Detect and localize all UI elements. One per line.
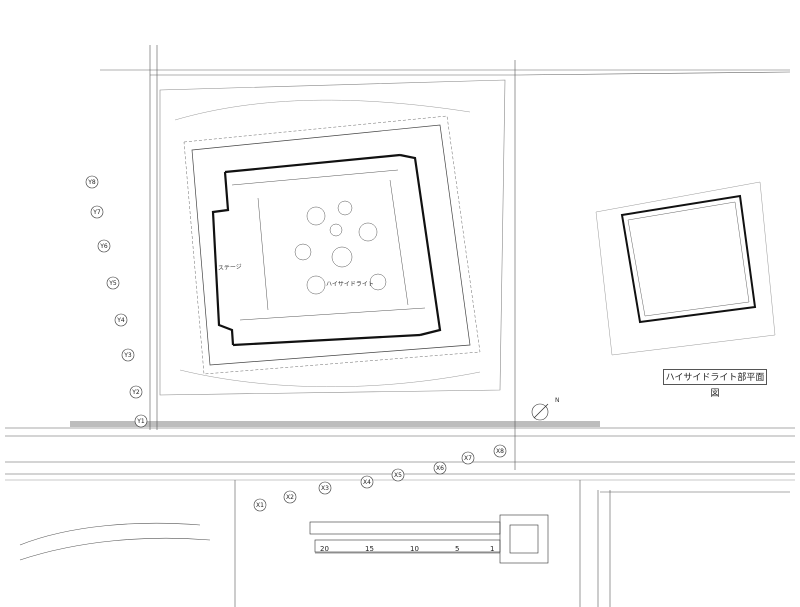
grid-axis-y5: Y5: [108, 280, 117, 287]
side-plan-title: ハイサイドライト部平面図: [663, 369, 767, 399]
grid-axis-y3: Y3: [123, 352, 132, 359]
grid-axis-vertical: [85, 175, 148, 428]
lower-site: [19, 480, 790, 607]
scale-tick-20: 20: [320, 545, 329, 553]
main-building-walls: [211, 153, 442, 347]
grid-axis-horizontal: [253, 444, 507, 512]
grid-axis-x2: X2: [286, 494, 294, 501]
grid-axis-y7: Y7: [92, 209, 101, 216]
grid-axis-x3: X3: [321, 485, 329, 492]
grid-axis-y1: Y1: [136, 418, 145, 425]
plaza-hatching: [159, 79, 506, 396]
side-plan-highside-light: [595, 181, 776, 356]
north-label: N: [555, 397, 560, 404]
label-center: ハイサイドライト: [326, 281, 374, 288]
furniture-rounds: [294, 200, 387, 295]
scale-tick-1: 1: [490, 545, 494, 553]
grid-axis-x1: X1: [256, 502, 264, 509]
grid-axis-y8: Y8: [87, 179, 96, 186]
scale-tick-15: 15: [365, 545, 374, 553]
roof-outline: [183, 115, 481, 375]
site-boundary-top: [100, 69, 791, 76]
scale-tick-5: 5: [455, 545, 459, 553]
grid-axis-x5: X5: [394, 472, 402, 479]
bleacher-structure: [309, 514, 549, 564]
site-boundary-left: [149, 45, 158, 430]
grid-axis-y6: Y6: [99, 243, 108, 250]
grid-axis-y4: Y4: [116, 317, 125, 324]
grid-axis-x4: X4: [363, 479, 371, 486]
grid-axis-x6: X6: [436, 465, 444, 472]
interior-lines: [231, 169, 426, 321]
grid-axis-x8: X8: [496, 448, 504, 455]
north-arrow: N: [531, 397, 560, 421]
grid-axis-x7: X7: [464, 455, 472, 462]
label-stage: ステージ: [218, 263, 242, 272]
scale-tick-10: 10: [410, 545, 419, 553]
grid-axis-y2: Y2: [131, 389, 140, 396]
